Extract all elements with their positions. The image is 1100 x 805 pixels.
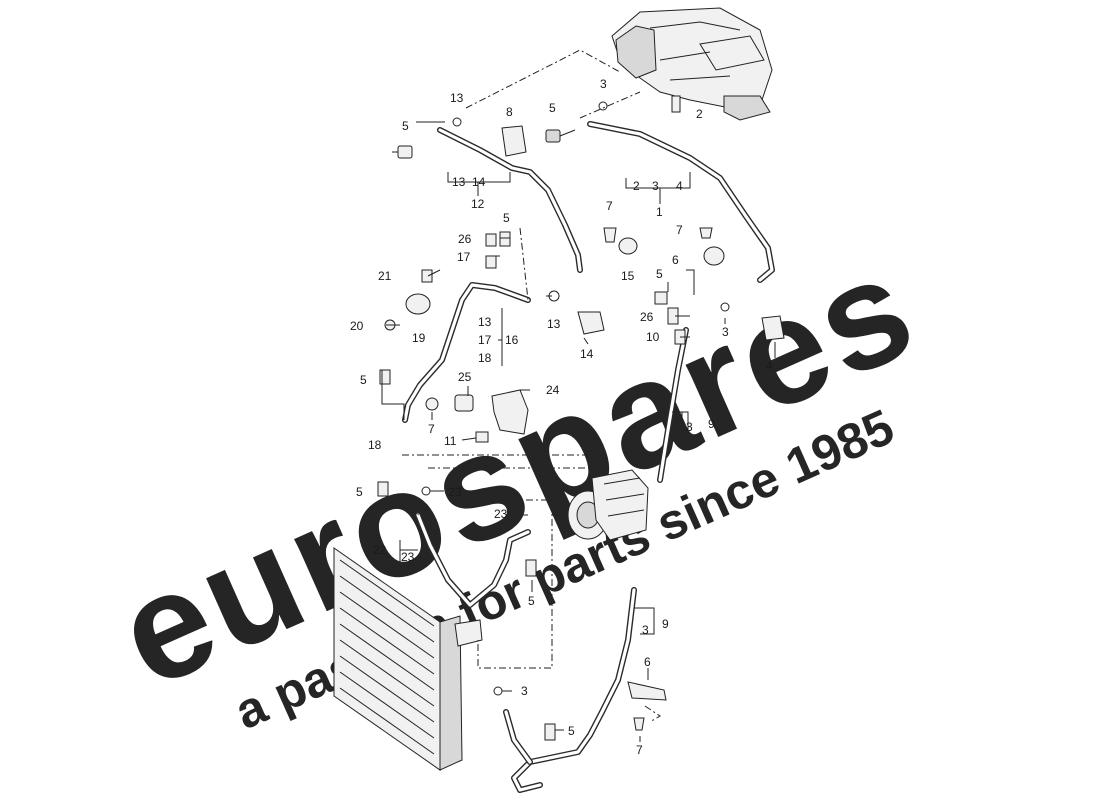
callout-5: 5: [402, 119, 409, 133]
callout-7: 7: [676, 223, 683, 237]
callout-5: 5: [549, 101, 556, 115]
callout-5: 5: [656, 267, 663, 281]
callout-10: 10: [646, 330, 660, 344]
callout-7: 7: [636, 743, 643, 757]
callout-15: 15: [621, 269, 635, 283]
callout-21: 21: [378, 269, 392, 283]
callout-12: 12: [471, 197, 485, 211]
callout-18: 18: [478, 351, 492, 365]
callout-13: 13: [450, 91, 464, 105]
refrigerant-hoses: [402, 121, 775, 793]
callout-3: 3: [722, 325, 729, 339]
callout-26: 26: [640, 310, 654, 324]
callout-4: 4: [766, 359, 773, 373]
callout-11: 11: [444, 434, 457, 448]
callout-13: 13: [547, 317, 561, 331]
callout-24: 24: [546, 383, 560, 397]
callout-3: 3: [652, 179, 659, 193]
callout-2-group: 2: [633, 179, 640, 193]
callout-8: 8: [506, 105, 513, 119]
callout-22: 22: [373, 543, 387, 557]
condenser: [333, 547, 483, 771]
evaporator-housing: [611, 7, 773, 121]
callout-20: 20: [350, 319, 364, 333]
compressor: [567, 469, 649, 541]
callout-23: 23: [494, 507, 508, 521]
callout-16: 16: [505, 333, 519, 347]
callout-6: 6: [644, 655, 651, 669]
callout-3: 3: [600, 77, 607, 91]
callout-7: 7: [606, 199, 613, 213]
callout-1: 1: [656, 205, 663, 219]
callout-labels: 1 2 2 3 3 3 3 3 3 4 4 5 5 5 5 5 5 5 5 6 …: [350, 77, 773, 757]
callout-5: 5: [356, 485, 363, 499]
small-parts: [377, 95, 785, 741]
callout-3: 3: [642, 623, 649, 637]
callout-3: 3: [521, 684, 528, 698]
callout-23: 23: [448, 485, 462, 499]
callout-5: 5: [568, 724, 575, 738]
leader-lines: [381, 49, 776, 742]
callout-5: 5: [503, 211, 510, 225]
callout-17: 17: [478, 333, 492, 347]
callout-5: 5: [528, 594, 535, 608]
callout-4: 4: [676, 179, 683, 193]
callout-9: 9: [708, 417, 715, 431]
callout-2: 2: [696, 107, 703, 121]
callout-5: 5: [360, 373, 367, 387]
callout-18: 18: [368, 438, 382, 452]
callout-19: 19: [412, 331, 426, 345]
callout-7: 7: [428, 422, 435, 436]
callout-23: 23: [401, 550, 415, 564]
callout-13: 13: [452, 175, 466, 189]
callout-25: 25: [458, 370, 472, 384]
callout-14: 14: [580, 347, 594, 361]
callout-17: 17: [457, 250, 471, 264]
callout-26: 26: [458, 232, 472, 246]
callout-3: 3: [686, 420, 693, 434]
callout-6: 6: [672, 253, 679, 267]
callout-14: 14: [472, 175, 486, 189]
callout-13: 13: [478, 315, 492, 329]
callout-9: 9: [662, 617, 669, 631]
